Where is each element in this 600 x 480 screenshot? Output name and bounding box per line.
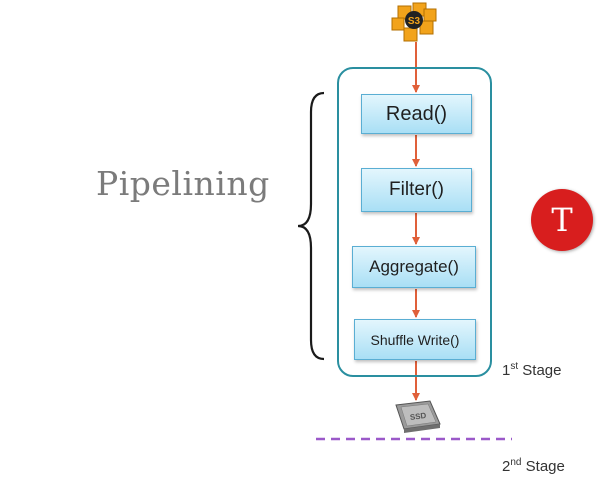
read-operator: Read() <box>361 94 472 134</box>
stage-2-suffix: nd <box>510 457 522 468</box>
curly-brace <box>297 91 325 361</box>
stage-2-number: 2 <box>502 458 511 475</box>
s3-icon: S3 <box>391 2 437 42</box>
stage-1-suffix: st <box>510 361 519 372</box>
stage-1-text: Stage <box>522 362 562 379</box>
stage-1-box <box>337 67 492 377</box>
ssd-icon-label: SSD <box>409 411 427 422</box>
filter-operator: Filter() <box>361 168 472 212</box>
task-badge: T <box>531 189 593 251</box>
stage-1-number: 1 <box>502 362 511 379</box>
stage-2-label: 2nd Stage <box>502 457 565 475</box>
ssd-icon: SSD <box>395 400 441 433</box>
s3-icon-label: S3 <box>408 16 421 27</box>
shuffle-write-operator: Shuffle Write() <box>354 319 476 360</box>
aggregate-operator: Aggregate() <box>352 246 476 288</box>
stage-2-text: Stage <box>525 458 565 475</box>
pipelining-title: Pipelining <box>96 164 270 203</box>
stage-1-label: 1st Stage <box>502 361 562 379</box>
